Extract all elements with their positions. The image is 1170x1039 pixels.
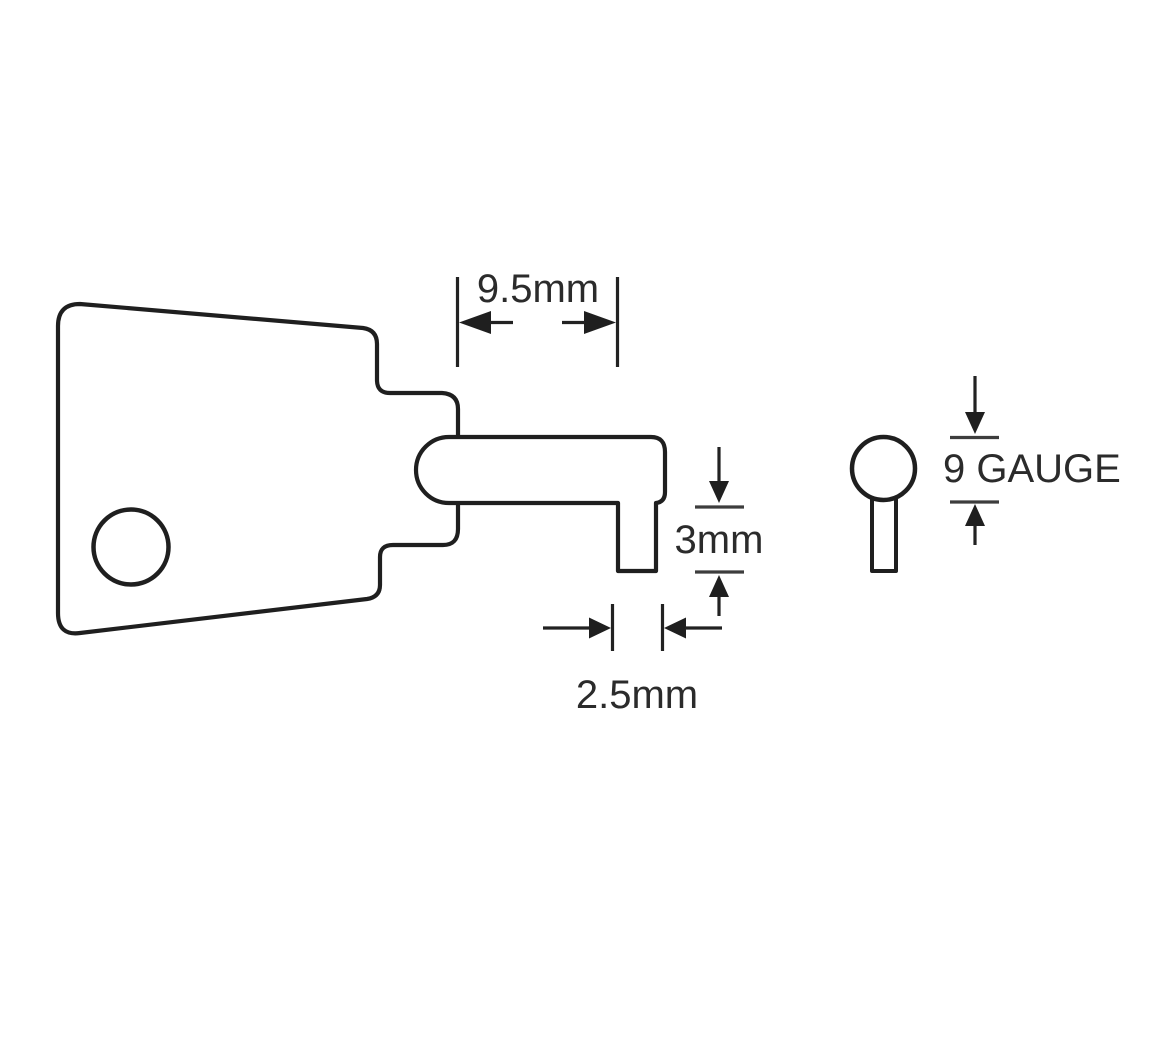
arrowhead-left-pointing-icon (664, 617, 686, 639)
arrowhead-left-icon (459, 311, 491, 334)
dimension-bit-width: 2.5mm (543, 604, 722, 717)
dimension-label-bit-height: 3mm (675, 518, 764, 562)
gauge-arrowhead-up-icon (965, 504, 985, 526)
dimension-bit-height: 3mm (675, 447, 764, 616)
wire-circle (849, 434, 918, 503)
gauge-arrowhead-down-icon (965, 412, 985, 434)
dimension-label-bit-width: 2.5mm (576, 673, 698, 717)
wire-cross-section (849, 434, 918, 573)
dimension-label-wire-gauge: 9 GAUGE (943, 447, 1121, 491)
arrowhead-down-icon (709, 481, 729, 503)
dimension-wire-gauge: 9 GAUGE (943, 376, 1121, 545)
key-bow-hole (91, 507, 171, 587)
dimension-label-shaft-width: 9.5mm (477, 267, 599, 311)
arrowhead-up-icon (709, 575, 729, 597)
key-side-view (55, 301, 668, 636)
key-shaft-and-bit (413, 434, 668, 574)
arrowhead-right-pointing-icon (589, 617, 611, 639)
dimension-shaft-width: 9.5mm (455, 267, 620, 367)
arrowhead-right-icon (584, 311, 616, 334)
